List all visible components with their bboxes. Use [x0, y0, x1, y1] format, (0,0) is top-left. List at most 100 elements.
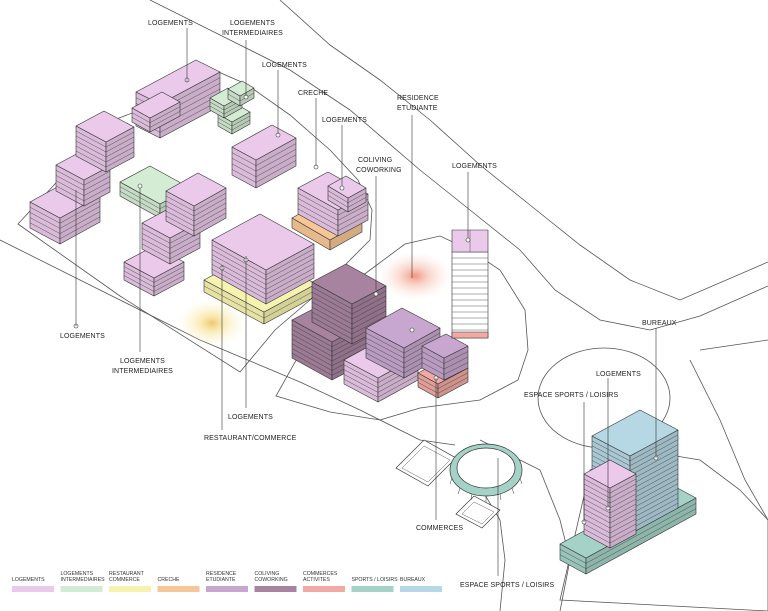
bldg-logements-bl-3-floor-line-r: [193, 212, 227, 232]
bldg-logements-left-3-floor-line-l: [75, 145, 107, 163]
bldg-bureaux-floor-line-r: [629, 434, 679, 462]
bldg-logements-east-floor-line-l: [583, 503, 611, 519]
bldg-bureaux-floor-line-r: [629, 454, 679, 481]
legend-item-creche: CRECHE: [157, 577, 200, 592]
bldg-logements-creche-top-floor-line-r: [347, 192, 367, 203]
labels: LOGEMENTS LOGEMENTS INTERMEDIAIRES LOGEM…: [60, 20, 677, 589]
legend-swatch: [60, 586, 103, 592]
bldg-bureaux-floor-line-r: [629, 473, 679, 501]
bldg-logements-bl-3-floor-line-l: [165, 215, 195, 232]
bldg-logements-east-floor-line-r: [609, 488, 637, 504]
bldg-sports-base-floor-line-l: [559, 549, 587, 564]
leader-lines: [75, 28, 657, 576]
legend-swatch: [400, 586, 442, 592]
bldg-coliving-low-floor-line-l: [291, 343, 333, 366]
bldg-logements-restaurant-floor-line-l: [211, 254, 267, 285]
legend-label-line2: INTERMEDIAIRES: [61, 577, 106, 583]
label-creche: CRECHE: [298, 90, 328, 97]
sports-court-2: [455, 495, 501, 529]
label-residence-2: ETUDIANTE: [397, 105, 438, 112]
label-logements-east: LOGEMENTS: [596, 371, 641, 378]
bldg-logements-bl-3-floor-line-l: [165, 205, 195, 222]
bldg-logements-east-roof: [583, 459, 637, 489]
label-logements-intermediaires-top-1: LOGEMENTS: [230, 20, 275, 27]
legend-swatch: [157, 586, 200, 592]
bldg-sports-base-floor-line-r: [585, 508, 697, 569]
bldg-coliving-high-roof: [311, 263, 387, 305]
label-coliving-2: COWORKING: [356, 167, 402, 174]
label-coliving-1: COLIVING: [358, 157, 392, 164]
bldg-logements-creche-floor-line-l: [297, 203, 339, 226]
label-logements-top: LOGEMENTS: [148, 20, 193, 27]
bldg-logements-creche-floor-line-r: [337, 209, 369, 226]
bldg-coliving-high-floor-line-l: [311, 286, 353, 310]
legend-label-line2: COWORKING: [255, 577, 288, 583]
bldg-residence-1-roof: [365, 307, 441, 349]
bldg-logements-restaurant-floor-line-l: [211, 268, 267, 300]
bldg-logements-left-3-floor-line-r: [105, 151, 135, 168]
bldg-logements-creche-top-floor-line-r: [347, 197, 367, 208]
leader-dot-4: [339, 185, 345, 191]
bldg-logements-left-2-floor-line-l: [55, 175, 85, 191]
bldg-residence-2-floor-line-l: [421, 356, 445, 370]
bldg-li-top-1-floor-line-l: [217, 121, 233, 131]
bldg-logements-creche-floor-line-r: [337, 204, 369, 221]
bldg-commerces-floor-line-l: [417, 382, 439, 394]
label-commerces: COMMERCES: [416, 525, 463, 532]
bldg-logements-east-floor-line-l: [583, 523, 611, 539]
bldg-logements-bl-2-floor-line-l: [141, 238, 171, 254]
bldg-logements-creche-floor-line-r: [337, 214, 369, 231]
bldg-logements-top-low-floor-line-r: [149, 111, 181, 128]
bldg-logements-bl-3-floor-line-r: [193, 197, 227, 217]
bldg-logements-left-2-floor-line-l: [55, 185, 85, 201]
bldg-bureaux-floor-line-r: [629, 488, 679, 515]
bldg-logements-east-floor-line-l: [583, 513, 611, 529]
legend-swatch: [351, 586, 394, 592]
bldg-bureaux-floor-line-r: [629, 439, 679, 466]
bldg-logements-left-1-floor-line-r: [59, 201, 101, 224]
bldg-logements-restaurant-floor-line-l: [211, 259, 267, 290]
sports-ring-inner: [456, 447, 516, 489]
legend-label-line1: RESIDENCE: [206, 571, 237, 577]
legend-swatch: [206, 586, 248, 592]
bldg-coliving-high-floor-line-r: [351, 295, 387, 315]
glow-restaurant: [178, 299, 246, 347]
bldg-logements-bl-3-floor-line-r: [193, 192, 227, 212]
bldg-li-top-3-roof: [227, 80, 255, 97]
bldg-residence-2-floor-line-l: [421, 362, 445, 375]
bldg-logements-east-floor-line-l: [583, 488, 611, 504]
label-restaurant-commerce: RESTAURANT/COMMERCE: [204, 435, 297, 442]
bldg-logements-mid-floor-line-l: [231, 152, 257, 166]
bldg-residence-1-floor-line-l: [365, 347, 405, 369]
bldg-logements-res-floor-line-l: [343, 374, 379, 393]
legend-label-line1: LOGEMENTS: [61, 571, 94, 577]
bldg-coliving-low-floor-line-l: [291, 348, 333, 371]
bldg-logements-creche-top-floor-line-l: [327, 195, 349, 208]
leader-dot-11: [409, 327, 415, 333]
label-logements-mid: LOGEMENTS: [262, 62, 307, 69]
label-logements-intermediaires-bottom-1: LOGEMENTS: [120, 358, 165, 365]
bldg-logements-creche-top-floor-line-l: [327, 190, 349, 203]
bldg-logements-left-2-floor-line-r: [83, 176, 111, 191]
road-east-2: [699, 339, 768, 351]
bldg-bureaux-roof: [591, 409, 679, 457]
bldg-residence-2-floor-line-r: [443, 362, 469, 375]
bldg-logements-mid-floor-line-r: [255, 160, 297, 183]
bldg-bureaux-floor-line-l: [591, 440, 631, 462]
bldg-logements-bl-3-floor-line-r: [193, 207, 227, 227]
bldg-coliving-low-floor-line-l: [291, 353, 333, 376]
bldg-bureaux-floor-line-r: [629, 502, 679, 530]
bldg-logements-bl-2-floor-line-l: [141, 243, 171, 259]
bldg-bureaux-floor-line-r: [629, 483, 679, 510]
bldg-bureaux-floor-line-r: [629, 468, 679, 496]
bldg-logements-left-3-floor-line-r: [105, 131, 135, 148]
bldg-logements-res-floor-line-r: [377, 375, 419, 398]
label-bureaux: BUREAUX: [642, 320, 677, 327]
bldg-li-top-2-floor-line-l: [209, 101, 225, 111]
bldg-sports-base-floor-line-l: [559, 554, 587, 569]
bldg-logements-mid-roof: [231, 124, 297, 161]
bldg-logements-creche-floor-line-l: [297, 198, 339, 221]
bldg-logements-bl-2-floor-line-r: [169, 237, 201, 254]
bldg-logements-bl-2-floor-line-l: [141, 233, 171, 249]
bldg-logements-left-2-floor-line-l: [55, 170, 85, 186]
